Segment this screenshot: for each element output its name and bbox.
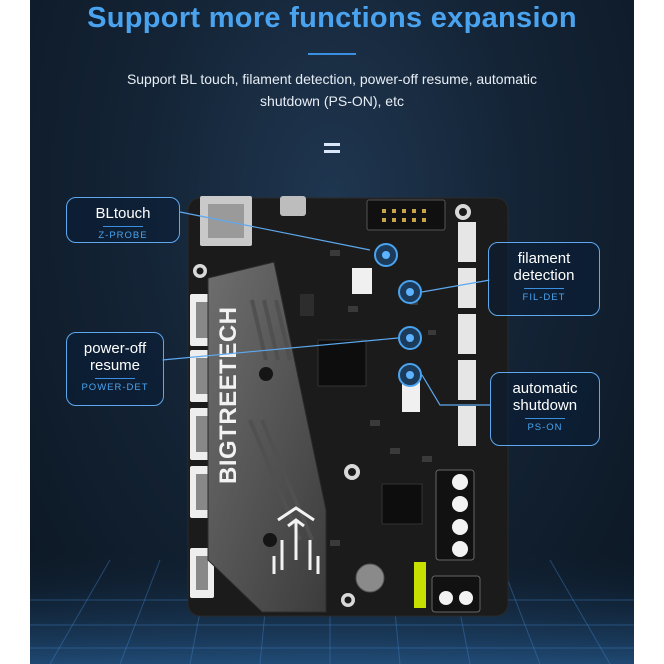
callout-shutdown-title-2: shutdown — [512, 397, 578, 414]
mcu-chip — [317, 339, 367, 387]
top-header — [366, 199, 446, 231]
inductor — [355, 563, 385, 593]
subtitle: Support BL touch, filament detection, po… — [90, 68, 574, 112]
callout-shutdown-title-1: automatic — [512, 380, 578, 397]
highlight-markers — [374, 243, 422, 387]
right-connectors — [458, 222, 476, 446]
fuse — [414, 562, 426, 608]
equals-mark-top — [324, 143, 340, 146]
callout-bltouch-code: Z-PROBE — [98, 230, 148, 241]
callout-filament-title-1: filament — [517, 250, 571, 267]
heatsink-screw — [259, 367, 273, 381]
callout-divider — [95, 378, 135, 379]
callout-shutdown-code: PS-ON — [527, 422, 563, 433]
mount-hole — [344, 596, 352, 604]
callout-filament-code: FIL-DET — [522, 292, 566, 303]
callout-poweroff-title-2: resume — [89, 357, 141, 374]
callout-bltouch-title: BLtouch — [95, 205, 151, 222]
power-terminals — [431, 469, 481, 613]
callout-divider — [524, 288, 564, 289]
callout-poweroff-title-1: power-off — [83, 340, 147, 357]
product-banner: Support more functions expansion Support… — [30, 0, 634, 664]
heatsink-screw — [263, 533, 277, 547]
board-brand-text: BIGTREETECH — [215, 306, 242, 484]
mount-hole — [459, 208, 467, 216]
subtitle-line-1: Support BL touch, filament detection, po… — [126, 71, 538, 87]
callout-poweroff: power-off resume POWER-DET — [66, 332, 164, 406]
callout-shutdown: automatic shutdown PS-ON — [490, 372, 600, 446]
equals-mark-bottom — [324, 150, 340, 153]
headline-underline — [308, 53, 356, 55]
usb-port — [280, 196, 306, 216]
mount-hole — [348, 468, 356, 476]
board-illustration: BIGTREETECH — [30, 196, 634, 664]
callout-filament-title-2: detection — [513, 267, 575, 284]
callout-divider — [525, 418, 565, 419]
mount-hole — [196, 267, 204, 275]
callout-poweroff-code: POWER-DET — [81, 382, 149, 393]
callout-bltouch: BLtouch Z-PROBE — [66, 197, 180, 243]
jumper — [352, 268, 372, 294]
callout-filament: filament detection FIL-DET — [488, 242, 600, 316]
leader-lines — [161, 211, 491, 406]
subtitle-line-2: shutdown (PS-ON), etc — [260, 93, 404, 109]
headline: Support more functions expansion — [87, 2, 577, 34]
callout-divider — [103, 226, 143, 227]
driver-chip — [381, 483, 423, 525]
tree-logo-icon — [272, 506, 320, 574]
